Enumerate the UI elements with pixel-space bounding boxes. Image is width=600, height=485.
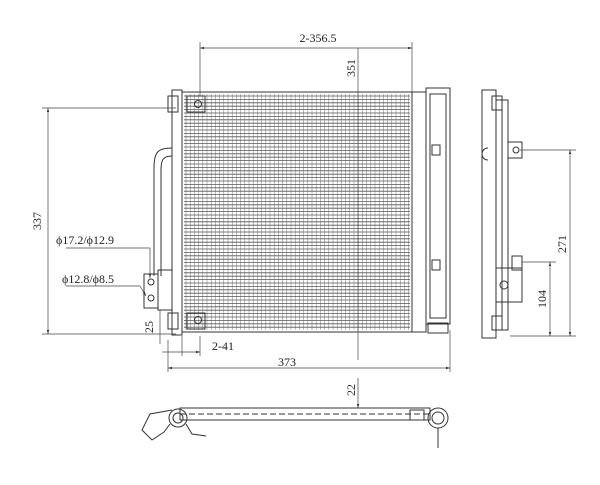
dim-core-height: 351 xyxy=(344,59,358,77)
receiver-cap xyxy=(427,322,449,334)
dim-pipe-diameter-lower: ϕ12.8/ϕ8.5 xyxy=(62,272,114,286)
bottom-view xyxy=(141,407,449,448)
right-tab-upper xyxy=(431,144,441,156)
dim-bottom-offset: 25 xyxy=(142,321,156,333)
dim-overall-width: 373 xyxy=(278,355,296,369)
left-header-tank xyxy=(171,89,183,336)
receiver-inner xyxy=(429,93,447,319)
bottom-receiver xyxy=(427,407,449,429)
bottom-left-lug xyxy=(167,312,179,330)
side-frame xyxy=(481,89,497,339)
dim-pipe-diameter-upper: ϕ17.2/ϕ12.9 xyxy=(56,233,114,247)
bottom-mount-hole xyxy=(194,316,202,324)
core-fins xyxy=(184,94,410,330)
dim-side-bracket-height: 104 xyxy=(535,290,549,308)
side-top-lug xyxy=(491,95,503,111)
dim-overall-width-2x: 2-356.5 xyxy=(300,31,337,45)
dim-core-thickness: 22 xyxy=(344,384,358,396)
dim-mount-spacing: 2-41 xyxy=(212,339,234,353)
right-tab-lower xyxy=(431,259,441,271)
pipe-flange xyxy=(157,269,173,311)
top-mount-hole xyxy=(194,100,202,108)
dimension-lines xyxy=(42,42,576,408)
front-view xyxy=(143,87,451,336)
top-mount-bracket xyxy=(186,95,206,113)
top-left-lug xyxy=(167,95,179,113)
bottom-mount-bracket xyxy=(186,312,206,330)
receiver-dryer xyxy=(425,87,451,325)
inlet-pipe xyxy=(153,147,173,276)
dim-total-height: 337 xyxy=(30,212,44,230)
dim-side-height: 271 xyxy=(555,235,569,253)
side-lower-bracket xyxy=(495,267,523,303)
bottom-left-tank xyxy=(168,408,188,428)
right-header-tank xyxy=(411,91,427,333)
side-view xyxy=(481,89,523,339)
side-bottom-lug xyxy=(491,315,503,331)
bottom-pipe-bend xyxy=(141,409,173,441)
side-upper-tab xyxy=(507,141,523,159)
